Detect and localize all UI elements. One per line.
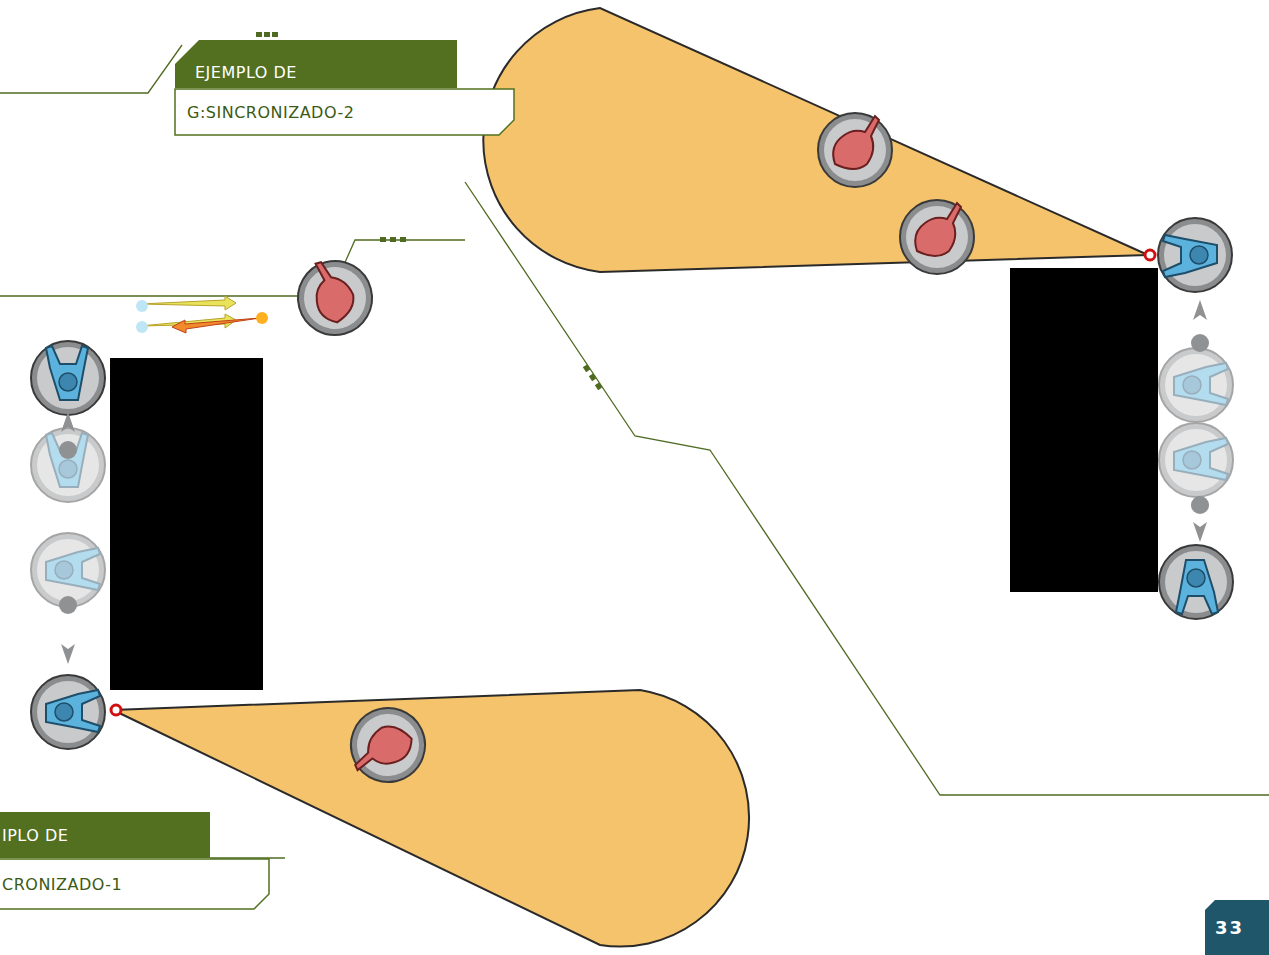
title-text: CRONIZADO-1: [2, 875, 122, 894]
title-text: G:SINCRONIZADO-2: [187, 103, 354, 122]
title-tab: EJEMPLO DE: [175, 40, 457, 88]
title-box: G:SINCRONIZADO-2: [175, 88, 515, 136]
page-number: 33: [1215, 917, 1244, 938]
title-text: IPLO DE: [2, 826, 68, 845]
page-number-box: 33: [1205, 900, 1269, 955]
title-text: EJEMPLO DE: [195, 63, 297, 82]
title-tab: IPLO DE: [0, 812, 210, 858]
title-box: CRONIZADO-1: [0, 858, 270, 910]
